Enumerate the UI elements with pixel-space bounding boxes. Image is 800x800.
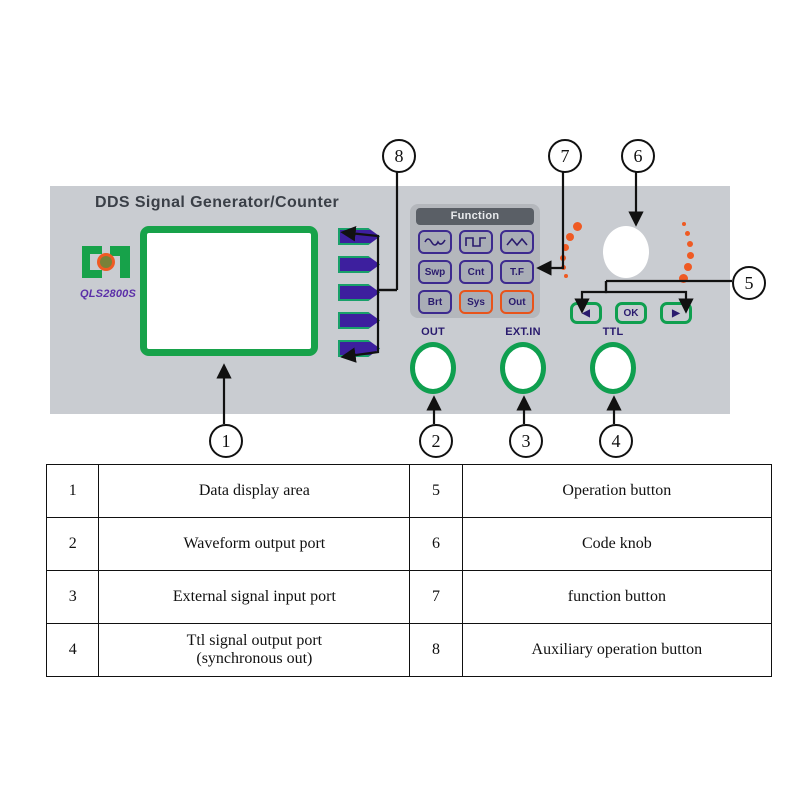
row-2-left-desc: Waveform output port: [98, 517, 411, 571]
triangle-wave-icon: [506, 237, 528, 247]
callout-6: 6: [621, 139, 655, 173]
ttl-port-ring[interactable]: [590, 342, 636, 394]
softkey-3[interactable]: [338, 284, 380, 301]
knob-indicator-dot: [685, 231, 690, 236]
softkey-4[interactable]: [338, 312, 380, 329]
row-4-left-number: 4: [45, 623, 100, 677]
knob-indicator-dot: [562, 244, 569, 251]
knob-indicator-dot: [687, 252, 694, 259]
square-wave-icon: [465, 237, 486, 247]
table-row: 3 External signal input port 7 function …: [45, 570, 773, 624]
count-button[interactable]: Cnt: [459, 260, 493, 284]
row-3-right-number: 7: [409, 570, 463, 624]
softkey-5[interactable]: [338, 340, 380, 357]
page-title: DDS Signal Generator/Counter: [95, 194, 340, 211]
callout-3: 3: [509, 424, 543, 458]
callout-5: 5: [732, 266, 766, 300]
knob-indicator-dot: [566, 233, 574, 241]
callout-8: 8: [382, 139, 416, 173]
softkey-1[interactable]: [338, 228, 380, 245]
row-4-left-desc: Ttl signal output port (synchronous out): [98, 623, 411, 677]
knob-indicator-dot: [684, 263, 692, 271]
knob-indicator-dot: [679, 274, 688, 283]
output-port-label: OUT: [421, 326, 445, 338]
output-button[interactable]: Out: [500, 290, 534, 314]
row-2-right-number: 6: [409, 517, 463, 571]
auxiliary-softkey-group: [338, 228, 382, 357]
knob-indicator-dot: [561, 265, 566, 270]
row-1-left-number: 1: [45, 464, 100, 518]
data-display-area[interactable]: [140, 226, 318, 356]
callout-7: 7: [548, 139, 582, 173]
brand-logo: QLS2800S: [72, 242, 142, 314]
row-1-right-number: 5: [409, 464, 463, 518]
knob-indicator-dot: [564, 274, 568, 278]
function-panel: Function Swp Cnt T.F: [410, 204, 540, 318]
row-2-left-number: 2: [45, 517, 100, 571]
knob-indicator-dot: [682, 222, 686, 226]
row-4-left-desc-line2: (synchronous out): [196, 650, 313, 667]
softkey-2[interactable]: [338, 256, 380, 273]
output-port-ring[interactable]: [410, 342, 456, 394]
row-3-right-desc: function button: [461, 570, 773, 624]
output-port[interactable]: OUT: [410, 326, 456, 394]
system-button[interactable]: Sys: [459, 290, 493, 314]
operation-button-group: ◀ OK ▶: [570, 302, 692, 326]
row-4-right-desc: Auxiliary operation button: [461, 623, 773, 677]
callout-2: 2: [419, 424, 453, 458]
external-input-port[interactable]: EXT.IN: [500, 326, 546, 394]
device-front-panel: DDS Signal Generator/Counter QLS2800S Fu…: [50, 186, 730, 414]
table-row: 1 Data display area 5 Operation button: [45, 464, 773, 518]
qls-logo-icon: [82, 246, 130, 278]
ttl-port-label: TTL: [602, 326, 624, 338]
left-arrow-icon: ◀: [582, 307, 590, 319]
right-arrow-icon: ▶: [672, 307, 680, 319]
row-1-left-desc: Data display area: [98, 464, 411, 518]
sine-wave-button[interactable]: [418, 230, 452, 254]
square-wave-button[interactable]: [459, 230, 493, 254]
ok-button[interactable]: OK: [615, 302, 647, 324]
callout-4: 4: [599, 424, 633, 458]
right-arrow-button[interactable]: ▶: [660, 302, 692, 324]
knob-indicator-dot: [560, 255, 566, 261]
external-input-port-label: EXT.IN: [505, 326, 541, 338]
row-2-right-desc: Code knob: [461, 517, 773, 571]
row-1-right-desc: Operation button: [461, 464, 773, 518]
callout-1: 1: [209, 424, 243, 458]
table-row: 2 Waveform output port 6 Code knob: [45, 517, 773, 571]
row-3-left-desc: External signal input port: [98, 570, 411, 624]
triangle-wave-button[interactable]: [500, 230, 534, 254]
knob-indicator-dot: [687, 241, 693, 247]
sine-wave-icon: [424, 238, 446, 246]
legend-table: 1 Data display area 5 Operation button 2…: [45, 464, 773, 677]
table-row: 4 Ttl signal output port (synchronous ou…: [45, 623, 773, 677]
left-arrow-button[interactable]: ◀: [570, 302, 602, 324]
brightness-button[interactable]: Brt: [418, 290, 452, 314]
row-3-left-number: 3: [45, 570, 100, 624]
external-input-port-ring[interactable]: [500, 342, 546, 394]
time-frequency-button[interactable]: T.F: [500, 260, 534, 284]
ok-button-label: OK: [623, 307, 639, 319]
ttl-port[interactable]: TTL: [590, 326, 636, 394]
code-knob[interactable]: [603, 226, 649, 278]
model-label: QLS2800S: [79, 288, 137, 300]
knob-indicator-dot: [573, 222, 582, 231]
row-4-right-number: 8: [409, 623, 463, 677]
sweep-button[interactable]: Swp: [418, 260, 452, 284]
function-panel-header: Function: [416, 208, 534, 225]
row-4-left-desc-line1: Ttl signal output port: [186, 631, 323, 649]
